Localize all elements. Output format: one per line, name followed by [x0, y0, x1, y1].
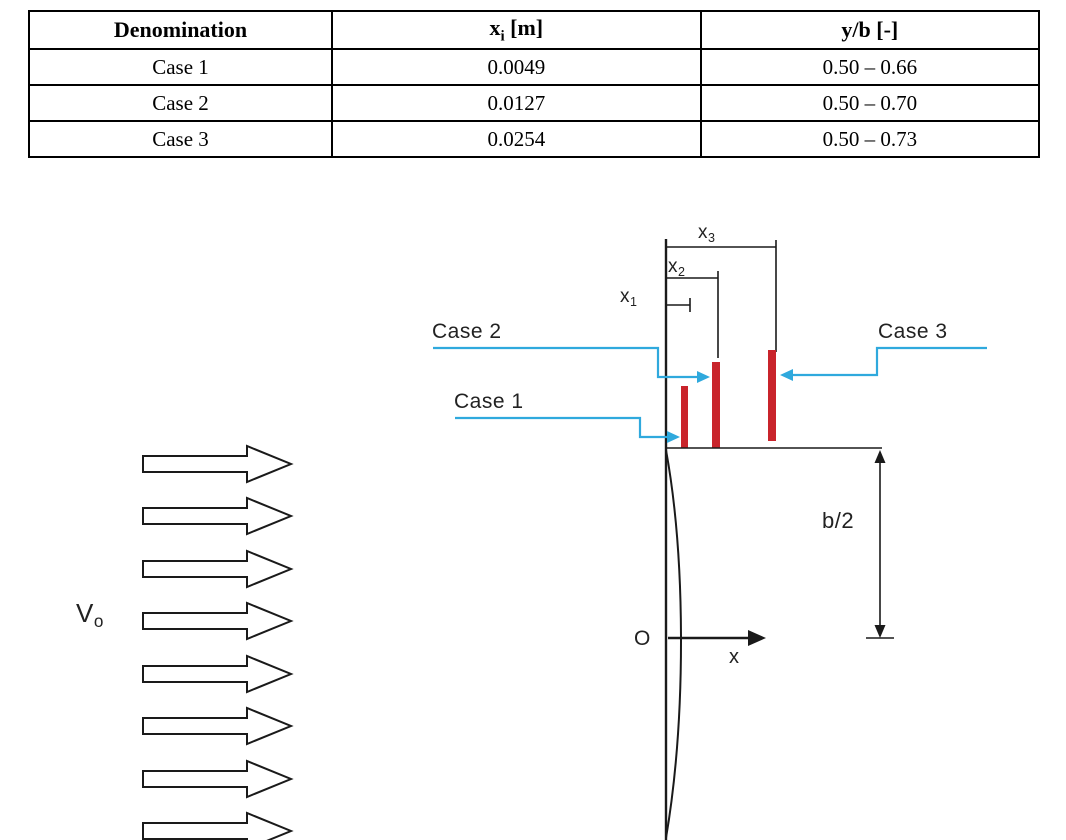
x1-subscript: 1 [630, 294, 638, 309]
case3-label: Case 3 [878, 320, 948, 343]
xi-symbol: x [489, 14, 501, 40]
x2-symbol: x [668, 256, 678, 277]
flow-arrow [142, 601, 294, 641]
b-half-arrow-down [874, 625, 886, 638]
cell-xi-value: 0.0049 [331, 48, 702, 86]
x3-symbol: x [698, 222, 708, 243]
cases-table: Denomination xi [m] y/b [-] Case 1 0.004… [28, 10, 1041, 158]
x2-subscript: 2 [678, 264, 686, 279]
case1-probe-bar [681, 386, 688, 448]
x1-symbol: x [620, 286, 630, 307]
flow-arrow [142, 496, 294, 536]
flow-arrow [142, 811, 294, 840]
flow-arrow [142, 759, 294, 799]
dimension-lines-group [666, 240, 777, 358]
flow-arrow [142, 706, 294, 746]
case2-probe-bar [712, 362, 720, 448]
xi-subscript: i [500, 28, 505, 45]
case1-label: Case 1 [454, 390, 524, 413]
case3-leader-line [792, 346, 987, 377]
table-row: Case 3 0.0254 0.50 – 0.73 [28, 120, 1041, 158]
x-axis-label: x [729, 646, 740, 668]
cell-case-name: Case 1 [28, 48, 333, 86]
case2-leader-line [433, 346, 698, 379]
case2-label: Case 2 [432, 320, 502, 343]
x3-dimension-line [666, 240, 777, 352]
case1-leader-arrow [667, 431, 680, 443]
cell-yb-range: 0.50 – 0.66 [699, 48, 1041, 86]
cell-case-name: Case 3 [28, 120, 333, 158]
cell-yb-range: 0.50 – 0.70 [699, 84, 1041, 122]
col-header-xi: xi [m] [331, 10, 702, 50]
x-axis-arrowhead [748, 630, 766, 646]
x3-subscript: 3 [708, 230, 716, 245]
col-header-denomination: Denomination [28, 10, 333, 50]
col-header-yb: y/b [-] [699, 10, 1041, 50]
velocity-profile-curve [665, 449, 682, 839]
case3-probe-bar [768, 350, 776, 441]
x2-dimension-line [666, 271, 719, 358]
flow-arrows-group [142, 444, 294, 840]
x1-label: x1 [620, 286, 638, 309]
table-header-row: Denomination xi [m] y/b [-] [28, 10, 1041, 50]
x2-label: x2 [668, 256, 686, 279]
flow-arrow [142, 444, 294, 484]
v0-symbol: V [76, 598, 94, 628]
case3-leader-arrow [780, 369, 793, 381]
xi-unit: [m] [504, 14, 544, 40]
x3-label: x3 [698, 222, 716, 245]
cell-yb-range: 0.50 – 0.73 [699, 120, 1041, 158]
table-row: Case 1 0.0049 0.50 – 0.66 [28, 48, 1041, 86]
cell-xi-value: 0.0254 [331, 120, 702, 158]
origin-label: O [634, 627, 651, 650]
flow-arrow [142, 654, 294, 694]
v0-subscript: o [93, 611, 104, 632]
b-half-label: b/2 [822, 508, 855, 533]
flow-arrow [142, 549, 294, 589]
case2-leader-arrow [697, 371, 710, 383]
cell-case-name: Case 2 [28, 84, 333, 122]
b-half-arrow-up [874, 450, 886, 463]
cell-xi-value: 0.0127 [331, 84, 702, 122]
v0-label: Vo [76, 598, 104, 630]
table-row: Case 2 0.0127 0.50 – 0.70 [28, 84, 1041, 122]
x1-dimension-line [666, 298, 691, 312]
case1-leader-line [455, 416, 668, 439]
